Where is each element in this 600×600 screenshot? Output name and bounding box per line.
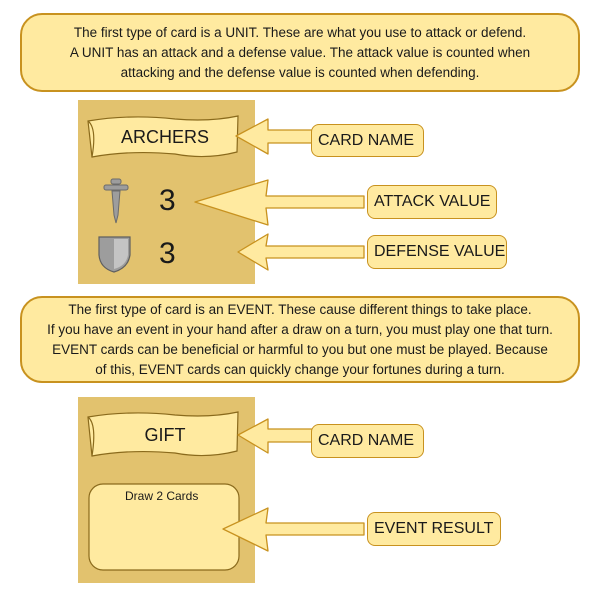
card-name-arrow-unit bbox=[235, 118, 313, 155]
attack-value-arrow bbox=[194, 179, 365, 226]
unit-intro-box: The first type of card is a UNIT. These … bbox=[20, 13, 580, 92]
unit-intro-line-3: attacking and the defense value is count… bbox=[120, 64, 480, 80]
event-result-tag: EVENT RESULT bbox=[367, 512, 501, 546]
event-result-arrow bbox=[222, 507, 365, 552]
unit-intro-line-1: The first type of card is a UNIT. These … bbox=[73, 24, 527, 40]
defense-value-arrow bbox=[237, 233, 365, 271]
event-intro-line-4: of this, EVENT cards can quickly change … bbox=[95, 361, 505, 377]
attack-value-tag: ATTACK VALUE bbox=[367, 185, 497, 219]
event-card-name: GIFT bbox=[144, 425, 186, 445]
shield-icon bbox=[98, 236, 131, 273]
card-name-tag-event: CARD NAME bbox=[311, 424, 424, 458]
event-intro-line-2: If you have an event in your hand after … bbox=[47, 321, 553, 337]
unit-intro-line-2: A UNIT has an attack and a defense value… bbox=[69, 44, 531, 60]
unit-card-name: ARCHERS bbox=[120, 127, 209, 147]
card-name-arrow-event bbox=[237, 418, 313, 454]
event-intro-box: The first type of card is an EVENT. Thes… bbox=[20, 296, 580, 383]
event-intro-line-1: The first type of card is an EVENT. Thes… bbox=[68, 301, 532, 317]
unit-name-scroll bbox=[87, 115, 239, 158]
defense-value-tag: DEFENSE VALUE bbox=[367, 235, 507, 269]
event-result-text: Draw 2 Cards bbox=[125, 489, 199, 503]
attack-value: 3 bbox=[159, 184, 176, 217]
card-name-tag-unit: CARD NAME bbox=[311, 124, 424, 157]
event-intro-line-3: EVENT cards can be beneficial or harmful… bbox=[52, 341, 548, 357]
sword-icon bbox=[103, 178, 129, 224]
event-name-scroll bbox=[87, 411, 239, 457]
defense-value: 3 bbox=[159, 237, 176, 270]
